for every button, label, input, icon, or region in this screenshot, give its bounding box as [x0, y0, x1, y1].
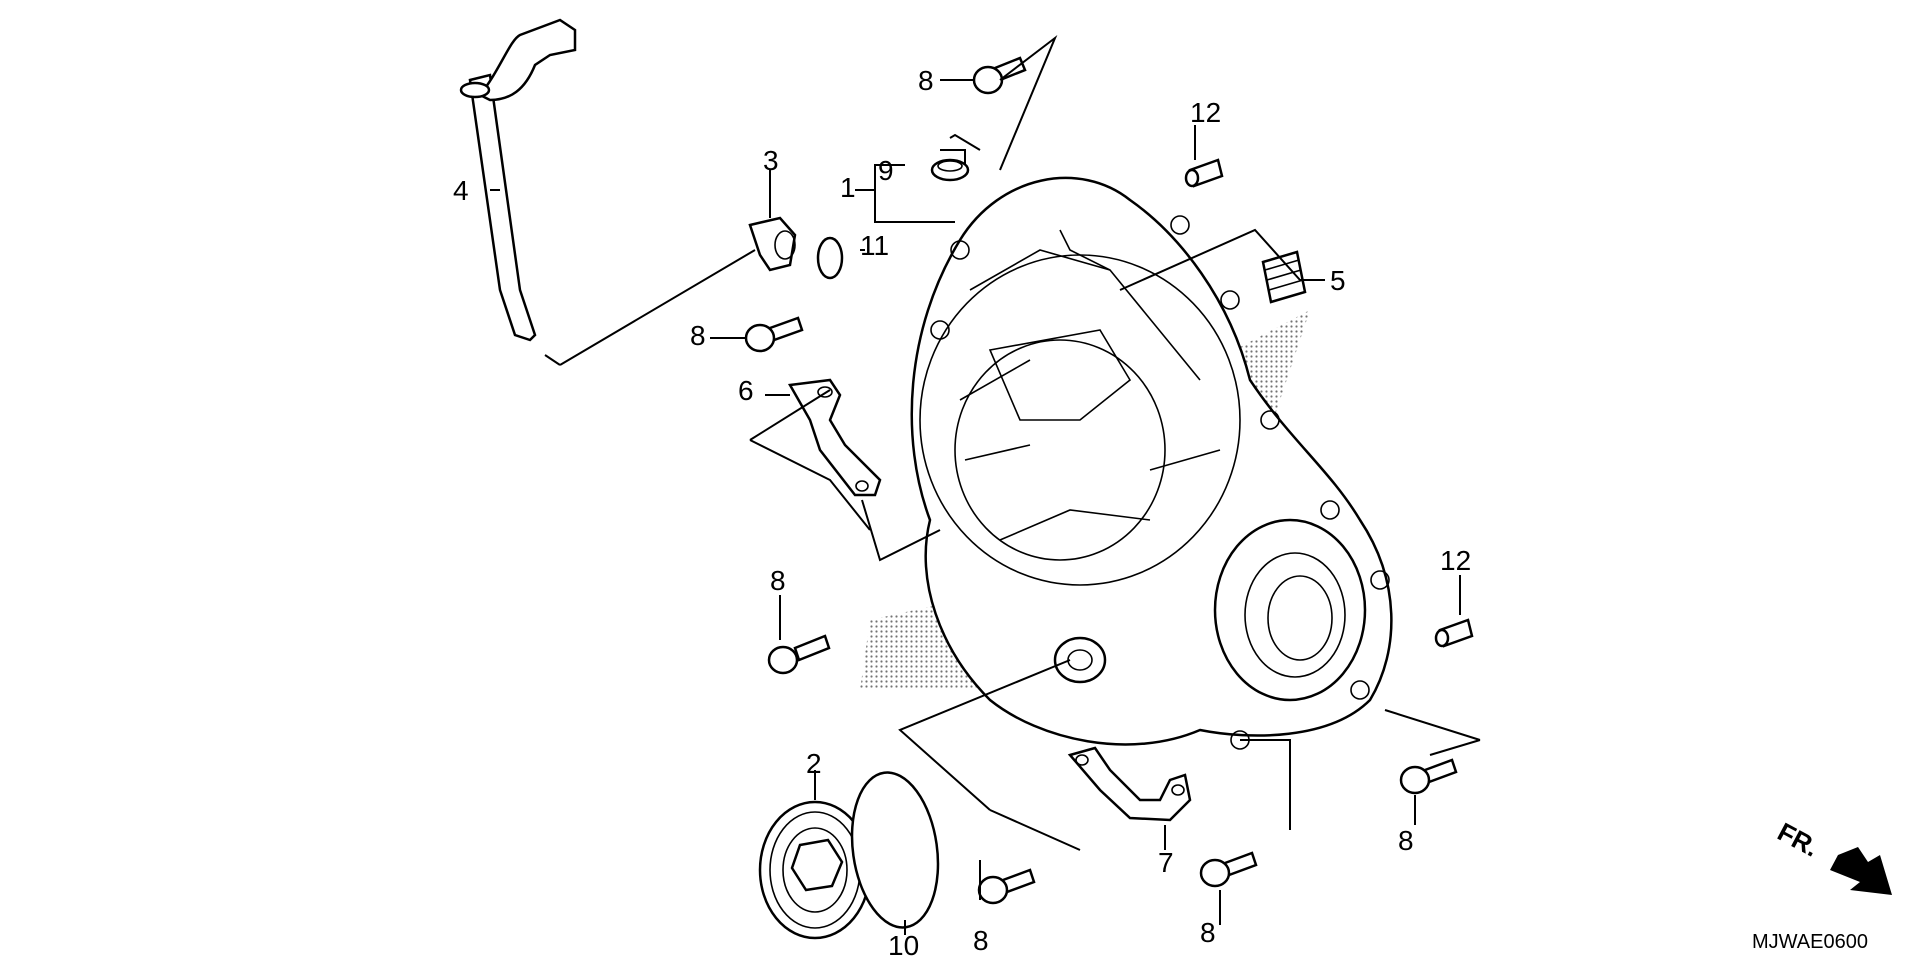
oil-filler-cap	[748, 216, 797, 272]
callout-11: 11	[860, 230, 889, 261]
callout-8-left: 8	[690, 320, 706, 351]
front-label: FR.	[1773, 816, 1824, 862]
callout-2: 2	[806, 748, 822, 779]
leader-lines	[490, 34, 1481, 935]
front-direction-marker: FR.	[1773, 816, 1892, 895]
front-arrow-icon	[1830, 847, 1892, 895]
callout-1: 1	[840, 172, 856, 203]
callout-8-top: 8	[918, 65, 934, 96]
bolt-8-top	[972, 56, 1027, 95]
callout-9: 9	[878, 155, 894, 186]
seal-9	[930, 158, 970, 182]
o-ring-11	[816, 236, 844, 280]
bracket-6	[787, 378, 882, 497]
bracket-7	[1067, 746, 1192, 822]
callout-12-upper: 12	[1190, 97, 1221, 128]
callout-10: 10	[888, 930, 919, 960]
bolt-8-bottom-left	[977, 868, 1036, 905]
callout-8-middle-left: 8	[770, 565, 786, 596]
callout-3: 3	[763, 145, 779, 176]
dowel-pin-upper	[1184, 158, 1224, 188]
diagram-code: MJWAE0600	[1752, 931, 1868, 953]
bolt-8-bottom-center	[1199, 851, 1258, 888]
clutch-cover	[910, 176, 1393, 750]
shift-shaft	[459, 18, 577, 342]
bolt-8-middle-left	[767, 634, 831, 675]
callout-12-lower: 12	[1440, 545, 1471, 576]
callout-8-bottom-center: 8	[1200, 917, 1216, 948]
bolt-8-left	[744, 316, 804, 353]
callout-8-bottom-left: 8	[973, 925, 989, 956]
dowel-pin-lower	[1434, 618, 1474, 648]
callout-8-right: 8	[1398, 825, 1414, 856]
spring-5	[1261, 250, 1307, 304]
callout-4: 4	[453, 175, 469, 206]
bolt-8-right	[1399, 758, 1458, 795]
callout-7: 7	[1158, 847, 1174, 878]
callout-6: 6	[738, 375, 754, 406]
callout-5: 5	[1330, 265, 1346, 296]
